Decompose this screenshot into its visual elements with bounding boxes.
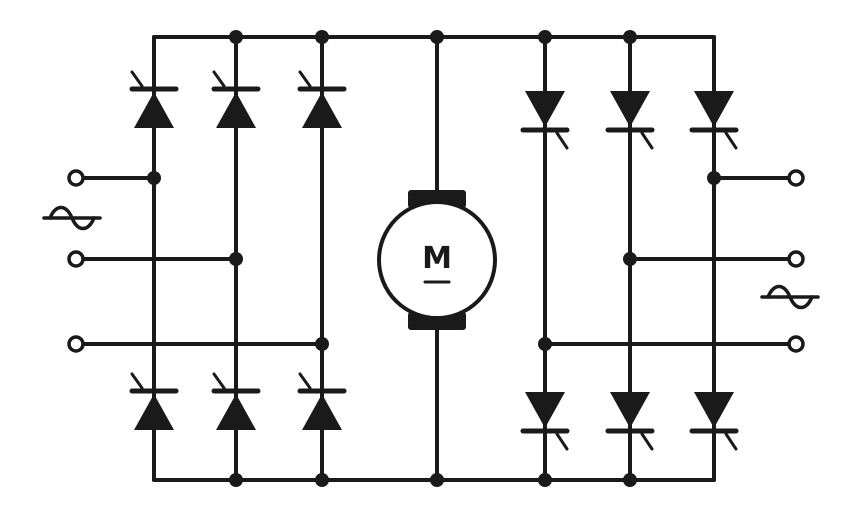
ac-sine-icon <box>760 284 820 310</box>
thyristor-left-upper-1 <box>129 70 179 128</box>
thyristor-right-upper-2 <box>605 91 655 150</box>
right-terminal-1 <box>787 169 805 187</box>
dc-motor: M <box>377 190 497 330</box>
left-terminal-1 <box>67 169 85 187</box>
thyristor-right-lower-3 <box>689 392 739 451</box>
thyristor-left-lower-1 <box>129 372 179 430</box>
right-terminal-2 <box>787 250 805 268</box>
junction-dots <box>147 30 721 487</box>
ac-sine-icon <box>42 205 102 231</box>
motor-label: M <box>422 241 452 276</box>
thyristor-right-upper-3 <box>689 91 739 150</box>
thyristor-right-upper-1 <box>520 91 570 150</box>
thyristor-left-upper-3 <box>297 70 347 128</box>
thyristor-right-lower-1 <box>520 392 570 451</box>
motor-armature <box>377 200 497 320</box>
right-terminal-3 <box>787 335 805 353</box>
thyristor-right-lower-2 <box>605 392 655 451</box>
left-terminal-2 <box>67 250 85 268</box>
thyristor-left-upper-2 <box>211 70 261 128</box>
left-terminal-3 <box>67 335 85 353</box>
thyristor-left-lower-2 <box>211 372 261 430</box>
thyristor-left-lower-3 <box>297 372 347 430</box>
